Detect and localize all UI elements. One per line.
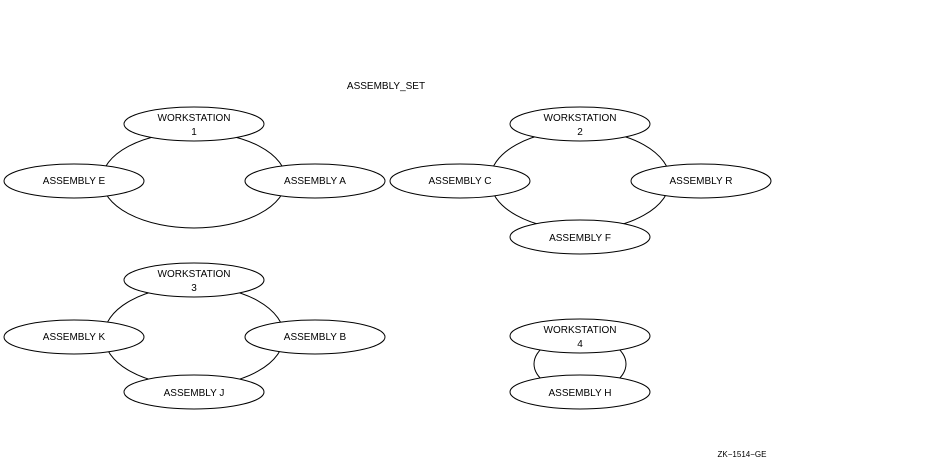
assembly-k-node: ASSEMBLY K — [3, 319, 145, 355]
workstation-4-label: WORKSTATION — [544, 325, 617, 336]
workstation-3-number: 3 — [191, 283, 197, 294]
assembly-a-ellipse — [244, 163, 386, 199]
workstation-1-node: WORKSTATION 1 — [123, 106, 265, 142]
workstation-1-group: WORKSTATION 1 ASSEMBLY E ASSEMBLY A — [3, 106, 386, 229]
assembly-e-label: ASSEMBLY E — [43, 176, 106, 187]
assembly-j-ellipse — [123, 374, 265, 410]
assembly-j-label: ASSEMBLY J — [164, 388, 225, 399]
workstation-1-number: 1 — [191, 127, 197, 138]
assembly-b-label: ASSEMBLY B — [284, 332, 347, 343]
workstation-2-ellipse — [509, 106, 651, 142]
workstation-4-ellipse — [509, 318, 651, 354]
workstation-4-group: WORKSTATION 4 ASSEMBLY H — [509, 318, 651, 410]
assembly-h-node: ASSEMBLY H — [509, 374, 651, 410]
workstation-2-label: WORKSTATION — [544, 113, 617, 124]
assembly-e-node: ASSEMBLY E — [3, 163, 145, 199]
diagram-title: ASSEMBLY_SET — [347, 81, 425, 92]
assembly-c-label: ASSEMBLY C — [429, 176, 492, 187]
workstation-1-label: WORKSTATION — [158, 113, 231, 124]
workstation-3-group: WORKSTATION 3 ASSEMBLY K ASSEMBLY B ASSE… — [3, 262, 386, 410]
workstation-4-number: 4 — [577, 339, 583, 350]
assembly-k-label: ASSEMBLY K — [43, 332, 106, 343]
assembly-f-label: ASSEMBLY F — [549, 233, 611, 244]
assembly-e-ellipse — [3, 163, 145, 199]
assembly-f-node: ASSEMBLY F — [509, 219, 651, 255]
assembly-b-ellipse — [244, 319, 386, 355]
assembly-j-node: ASSEMBLY J — [123, 374, 265, 410]
assembly-h-ellipse — [509, 374, 651, 410]
assembly-f-ellipse — [509, 219, 651, 255]
workstation-2-node: WORKSTATION 2 — [509, 106, 651, 142]
assembly-b-node: ASSEMBLY B — [244, 319, 386, 355]
assembly-r-ellipse — [630, 163, 772, 199]
assembly-a-node: ASSEMBLY A — [244, 163, 386, 199]
assembly-a-label: ASSEMBLY A — [284, 176, 346, 187]
assembly-r-label: ASSEMBLY R — [670, 176, 733, 187]
assembly-h-label: ASSEMBLY H — [549, 388, 612, 399]
workstation-2-number: 2 — [577, 127, 583, 138]
assembly-r-node: ASSEMBLY R — [630, 163, 772, 199]
workstation-3-ellipse — [123, 262, 265, 298]
assembly-c-node: ASSEMBLY C — [389, 163, 531, 199]
workstation-3-node: WORKSTATION 3 — [123, 262, 265, 298]
workstation-4-node: WORKSTATION 4 — [509, 318, 651, 354]
assembly-k-ellipse — [3, 319, 145, 355]
assembly-c-ellipse — [389, 163, 531, 199]
figure-id: ZK−1514−GE — [718, 450, 767, 459]
workstation-3-label: WORKSTATION — [158, 269, 231, 280]
workstation-1-ellipse — [123, 106, 265, 142]
workstation-2-group: WORKSTATION 2 ASSEMBLY C ASSEMBLY R ASSE… — [389, 106, 772, 255]
